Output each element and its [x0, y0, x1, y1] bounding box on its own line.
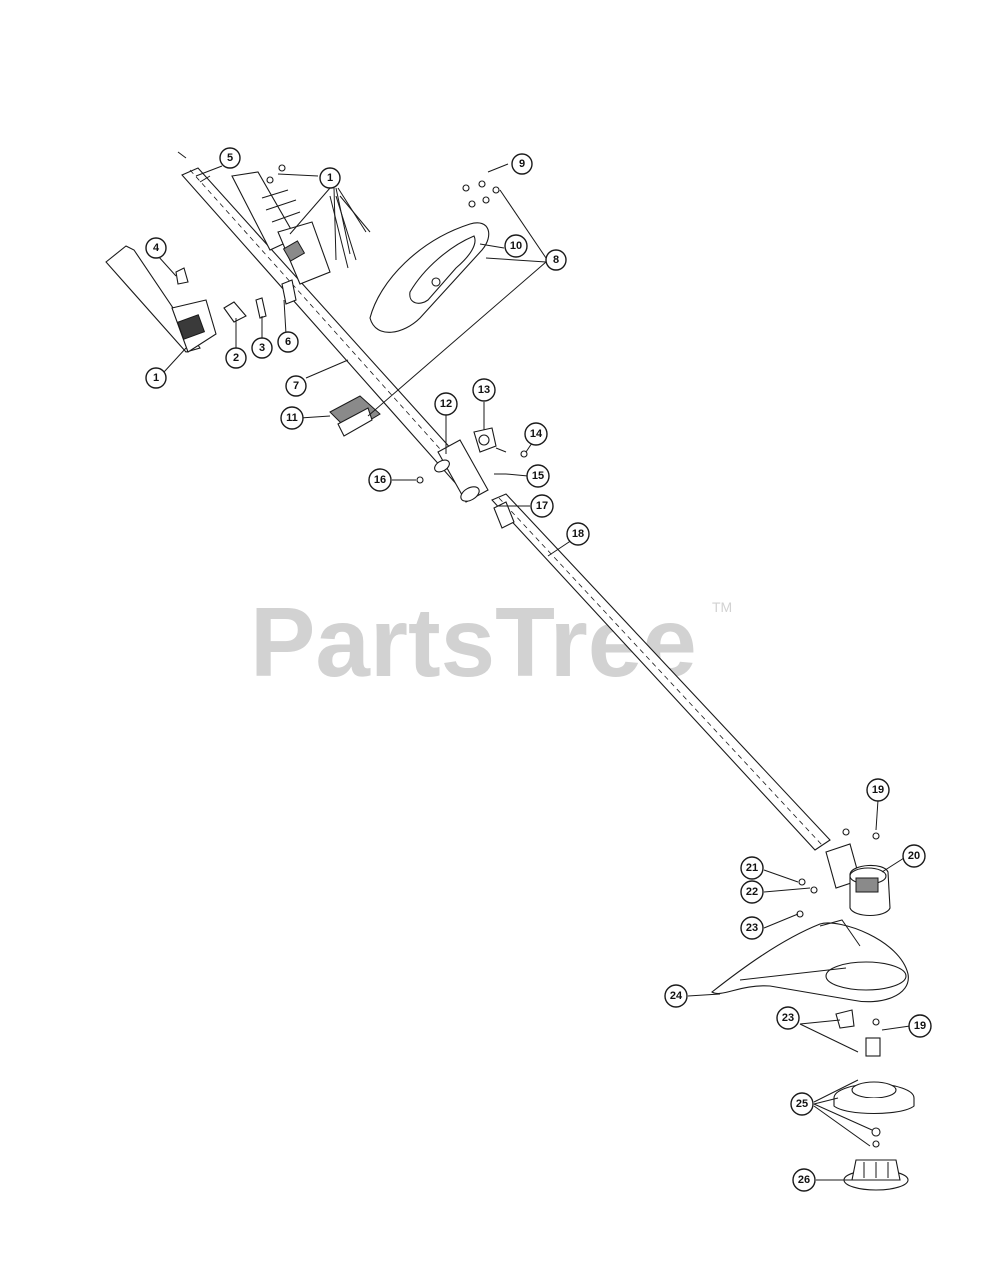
svg-text:22: 22	[746, 886, 758, 898]
callout-21: 21	[740, 856, 764, 880]
left-handle-cover	[105, 245, 217, 353]
callout-26: 26	[792, 1168, 816, 1192]
svg-text:12: 12	[440, 398, 452, 410]
callout-5: 5	[219, 147, 241, 169]
callout-1-top: 1	[319, 167, 341, 189]
handle-clamp	[329, 395, 381, 437]
svg-text:20: 20	[908, 850, 920, 862]
callout-4: 4	[145, 237, 167, 259]
svg-text:21: 21	[746, 862, 758, 874]
svg-text:18: 18	[572, 528, 584, 540]
svg-text:1: 1	[153, 372, 159, 384]
svg-text:1: 1	[327, 172, 333, 184]
svg-text:11: 11	[286, 412, 298, 424]
spool-assembly	[833, 1009, 915, 1191]
callout-18: 18	[566, 522, 590, 546]
callout-16: 16	[368, 468, 392, 492]
callout-11: 11	[280, 406, 304, 430]
svg-text:8: 8	[553, 254, 559, 266]
watermark-brand: PartsTree	[250, 587, 697, 697]
svg-text:19: 19	[914, 1020, 926, 1032]
callout-1-bottom: 1	[145, 367, 167, 389]
svg-text:7: 7	[293, 380, 299, 392]
watermark-trademark: TM	[712, 599, 732, 615]
watermark: PartsTree TM	[250, 587, 732, 697]
svg-text:15: 15	[532, 470, 544, 482]
svg-text:16: 16	[374, 474, 386, 486]
callout-10: 10	[504, 234, 528, 258]
trimmer-guard	[711, 919, 909, 1003]
svg-text:2: 2	[233, 352, 239, 364]
svg-text:17: 17	[536, 500, 548, 512]
callout-23-bottom: 23	[776, 1006, 800, 1030]
callout-3: 3	[251, 337, 273, 359]
callout-19-bottom: 19	[908, 1014, 932, 1038]
leader-lines	[157, 163, 911, 1181]
callout-6: 6	[277, 331, 299, 353]
assist-handle	[369, 222, 490, 333]
shaft-coupler	[434, 427, 515, 529]
svg-text:23: 23	[746, 922, 758, 934]
callout-19-top: 19	[866, 778, 890, 802]
svg-text:26: 26	[798, 1174, 810, 1186]
callout-17: 17	[530, 494, 554, 518]
svg-text:19: 19	[872, 784, 884, 796]
callout-23-top: 23	[740, 916, 764, 940]
callout-9: 9	[511, 153, 533, 175]
callout-14: 14	[524, 422, 548, 446]
small-parts-group	[175, 267, 297, 323]
callout-20: 20	[902, 844, 926, 868]
callout-12: 12	[434, 392, 458, 416]
callout-7: 7	[285, 375, 307, 397]
callout-8: 8	[545, 249, 567, 271]
svg-text:10: 10	[510, 240, 522, 252]
svg-text:14: 14	[530, 428, 543, 440]
callout-24: 24	[664, 984, 688, 1008]
gear-head	[796, 828, 891, 918]
svg-text:24: 24	[670, 990, 683, 1002]
lower-shaft	[491, 493, 831, 851]
svg-text:6: 6	[285, 336, 291, 348]
callout-22: 22	[740, 880, 764, 904]
svg-text:3: 3	[259, 342, 265, 354]
callout-2: 2	[225, 347, 247, 369]
callout-25: 25	[790, 1092, 814, 1116]
svg-text:23: 23	[782, 1012, 794, 1024]
callout-13: 13	[472, 378, 496, 402]
svg-text:13: 13	[478, 384, 490, 396]
svg-text:5: 5	[227, 152, 233, 164]
svg-text:25: 25	[796, 1098, 808, 1110]
handle-housing	[231, 164, 371, 285]
svg-text:9: 9	[519, 158, 525, 170]
small-hardware	[416, 180, 528, 484]
svg-text:4: 4	[153, 242, 160, 254]
upper-shaft	[177, 151, 473, 487]
callout-15: 15	[526, 464, 550, 488]
